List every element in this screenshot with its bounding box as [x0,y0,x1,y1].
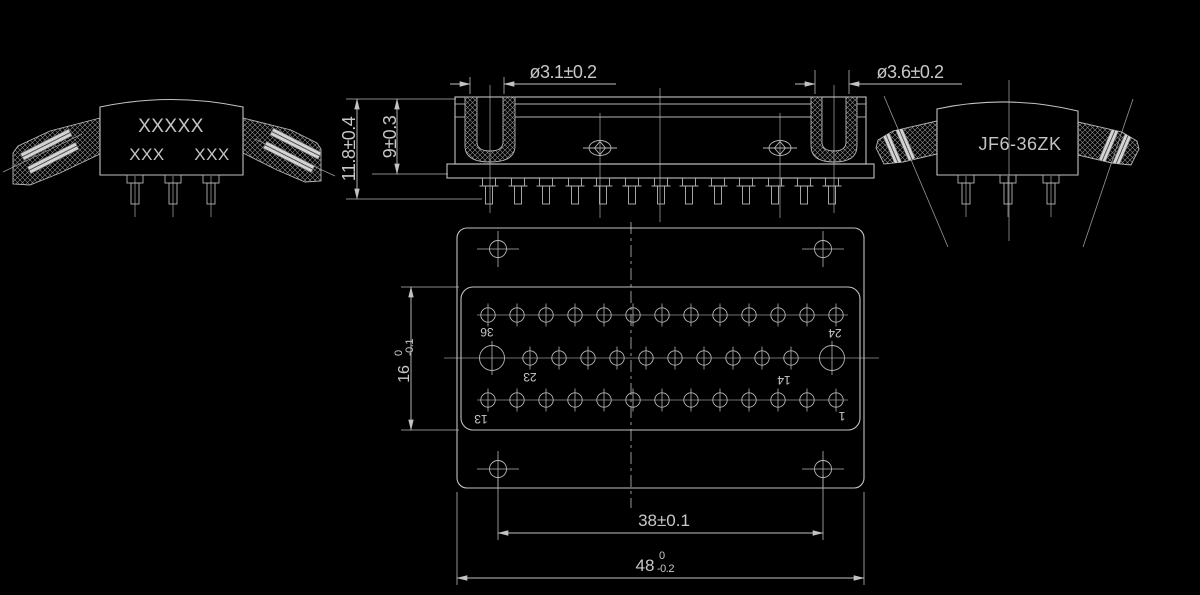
marking-row2-right: XXX [194,145,230,164]
dim-slot-small: ø3.1±0.2 [450,62,616,94]
dim-overall-width-nominal: 48 [636,556,655,575]
bushing-slot-right [810,96,858,163]
pin-number-top-left: 36 [480,325,494,339]
rivet-right [763,140,797,156]
dim-overall-width-tol-upper: 0 [659,550,665,562]
face-view: 36 24 23 14 13 1 16 0 -0.1 38±0.1 [393,222,879,585]
flange [446,163,875,179]
contact-pin [164,174,182,218]
bushing-slot-left [464,96,516,163]
contact-pin [126,174,144,218]
contact-pin [999,174,1017,218]
dim-overall-width-tol-lower: -0.2 [657,563,674,575]
dim-body-height: 9±0.3 [372,98,448,175]
mount-hole [476,230,520,268]
contact-pin [565,177,585,205]
insulator-insert [460,286,861,431]
contact-pin [822,177,842,205]
body-face-lines [455,103,866,118]
dim-mount-span: 38±0.1 [497,475,824,540]
dim-slot-small-text: ø3.1±0.2 [530,62,597,82]
contact-pin [679,177,699,205]
contact-pin [957,174,975,218]
dim-overall-width: 48 0 -0.2 [456,492,865,585]
contact-pin [508,177,528,205]
mount-hole [801,230,845,268]
dim-insert-height-tol-lower: -0.1 [404,339,416,356]
contact-pin [651,177,671,205]
side-view-left: XXXXX XXX XXX [2,98,336,218]
left-wing-slots [20,128,80,175]
rivet-left [583,140,617,156]
pin-number-mid-left: 23 [523,370,537,384]
contact-pin [794,177,814,205]
right-bushing-centerline [1082,98,1134,248]
dim-insert-height: 16 0 -0.1 [393,286,459,431]
contact-pin [202,174,220,218]
pin-number-top-right: 24 [828,326,842,340]
marking-row1: XXXXX [138,116,204,137]
right-wing-slots [262,127,321,174]
left-bushing-centerline [883,95,949,248]
contact-pin [479,177,499,205]
contact-pin [593,177,613,205]
marking-row2-left: XXX [129,145,165,164]
dim-slot-large: ø3.6±0.2 [795,62,962,94]
side-view-right: JF6-36ZK [875,80,1140,248]
connector-body-outline [99,98,244,176]
body [454,96,867,165]
pin-row [479,177,842,205]
dim-body-height-text: 9±0.3 [380,115,400,158]
front-view: 11.8±0.4 9±0.3 ø3.1±0.2 ø3.6±0.2 [339,62,962,222]
dim-insert-height-tol-upper: 0 [393,350,405,356]
pin-number-mid-right: 14 [777,373,791,387]
dim-mount-span-text: 38±0.1 [638,511,690,530]
contact-pin [708,177,728,205]
contact-pin [622,177,642,205]
pin-number-labels: 36 24 23 14 13 1 [474,325,845,426]
dim-overall-height: 11.8±0.4 [339,98,482,200]
right-wing-slots [1098,126,1133,165]
contact-pin [765,177,785,205]
dim-insert-height-nominal: 16 [396,365,413,383]
mounting-flange-plate [456,227,865,489]
dim-overall-height-text: 11.8±0.4 [339,116,359,181]
connector-body-outline [936,101,1079,176]
dim-slot-large-text: ø3.6±0.2 [877,62,944,82]
pin-number-bottom-left: 13 [474,412,488,426]
corner-mount-holes [476,230,845,488]
pin-number-bottom-right: 1 [838,409,845,423]
contact-pin [536,177,556,205]
contact-pin [1042,174,1060,218]
part-number-marking: JF6-36ZK [978,134,1061,154]
contact-pin [736,177,756,205]
